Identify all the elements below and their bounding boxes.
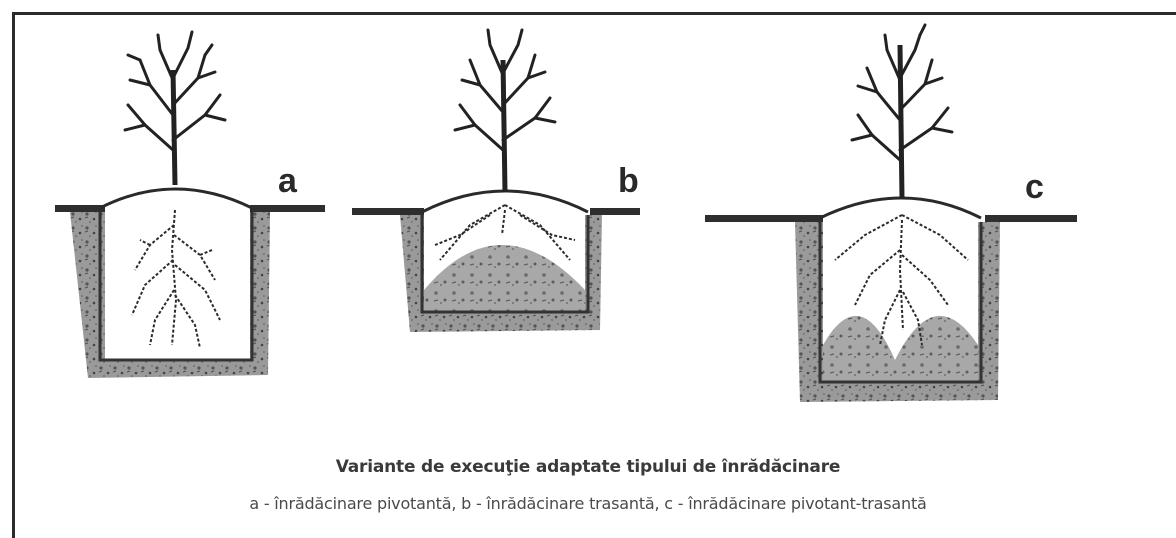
variant-b-pit: b xyxy=(352,30,640,332)
variant-c-pit: c xyxy=(705,25,1077,402)
caption-title: Variante de execuţie adaptate tipului de… xyxy=(0,457,1176,477)
variant-a-letter: a xyxy=(278,162,298,200)
variant-c-letter: c xyxy=(1025,168,1044,206)
planting-pit-illustration: a b xyxy=(0,0,1176,440)
variant-b-letter: b xyxy=(618,162,639,200)
caption-subtitle: a - înrădăcinare pivotantă, b - înrădăci… xyxy=(0,494,1176,513)
variant-a-pit: a xyxy=(55,32,325,378)
